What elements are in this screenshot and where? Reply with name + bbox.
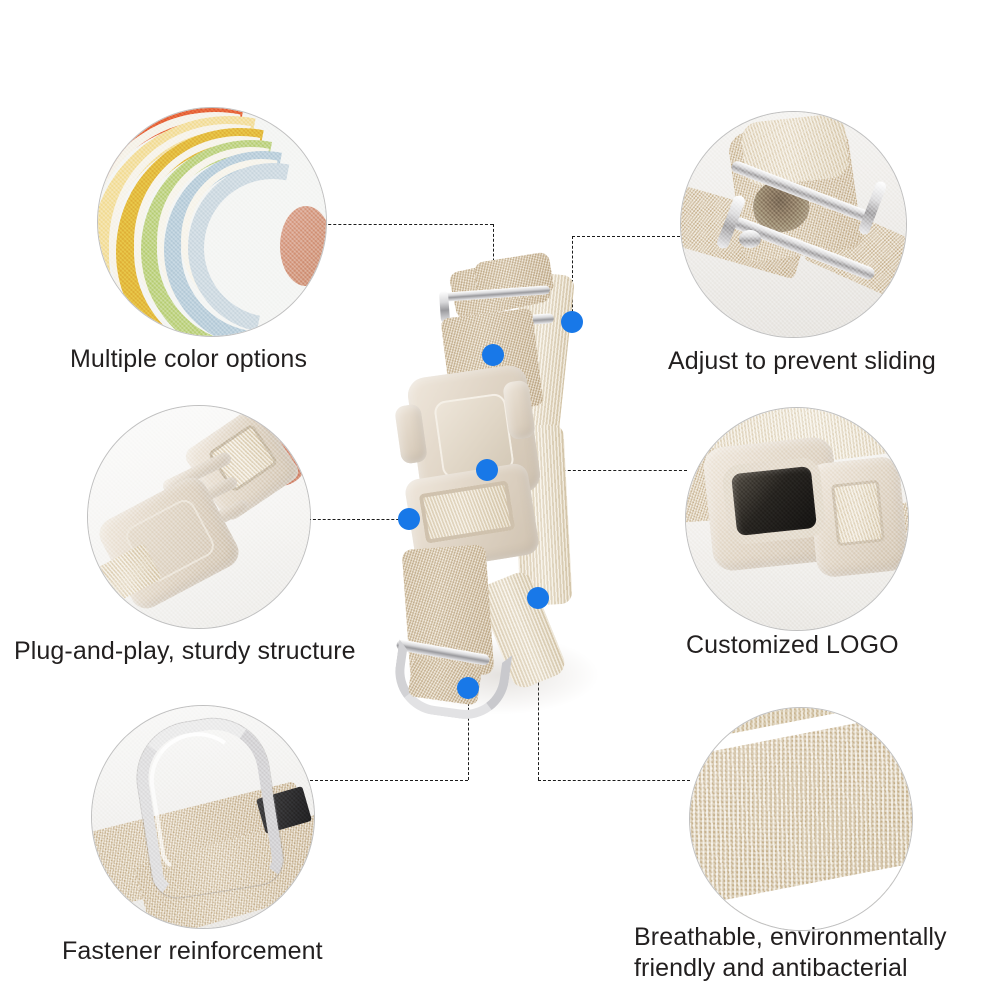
- feature-image-plug-and-play: [88, 406, 310, 628]
- caption-plug-and-play: Plug-and-play, sturdy structure: [14, 637, 356, 665]
- hotspot-buckle-webbing[interactable]: [398, 508, 420, 530]
- caption-breathable: Breathable, environmentally friendly and…: [634, 923, 947, 982]
- feature-image-fastener-reinforcement: [92, 706, 314, 928]
- feature-image-multiple-color-options: [98, 108, 326, 336]
- feature-image-breathable: [690, 708, 912, 930]
- hotspot-buckle-face[interactable]: [476, 459, 498, 481]
- caption-customized-logo: Customized LOGO: [686, 631, 899, 659]
- hotspot-d-ring[interactable]: [457, 677, 479, 699]
- hotspot-slider-buckle[interactable]: [561, 311, 583, 333]
- caption-multiple-color-options: Multiple color options: [70, 345, 308, 373]
- hotspot-webbing-top[interactable]: [482, 344, 504, 366]
- hotspot-strap-fabric[interactable]: [527, 587, 549, 609]
- feature-image-customized-logo: [686, 408, 908, 630]
- feature-image-adjust-to-prevent-sliding: [681, 112, 906, 337]
- product-photo-collar: [389, 251, 620, 725]
- caption-adjust-to-prevent-sliding: Adjust to prevent sliding: [668, 347, 936, 375]
- caption-fastener-reinforcement: Fastener reinforcement: [62, 937, 323, 965]
